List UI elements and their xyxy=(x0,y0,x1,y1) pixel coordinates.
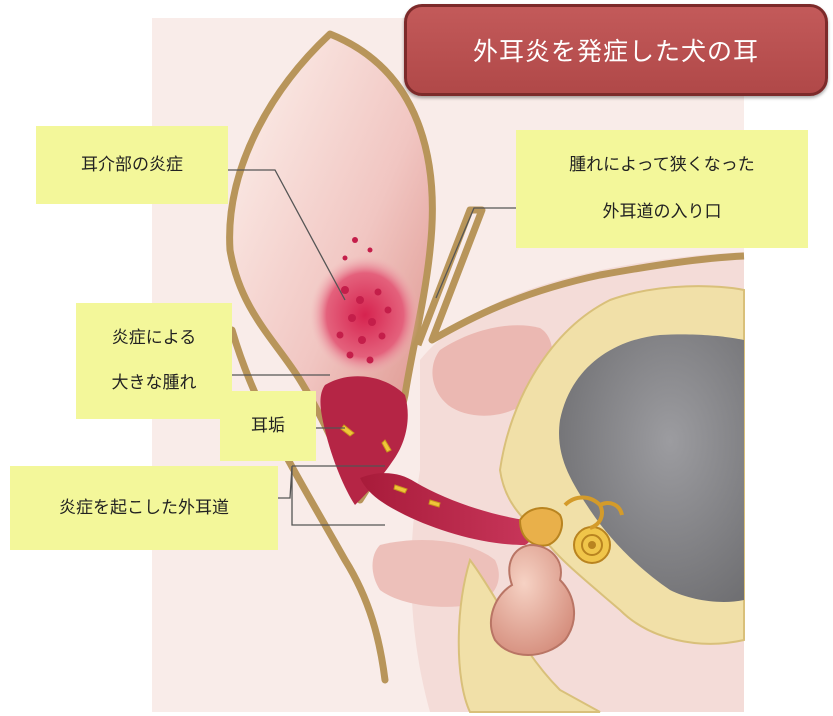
diagram-title: 外耳炎を発症した犬の耳 xyxy=(473,32,759,68)
label-text-line2: 大きな腫れ xyxy=(112,375,197,392)
label-text-line1: 炎症による xyxy=(112,330,197,347)
label-text: 耳介部の炎症 xyxy=(81,157,183,174)
label-text-line1: 腫れによって狭くなった xyxy=(569,157,755,174)
label-auricle-inflammation: 耳介部の炎症 xyxy=(36,126,228,204)
label-inflamed-ear-canal: 炎症を起こした外耳道 xyxy=(10,466,278,550)
label-text: 炎症を起こした外耳道 xyxy=(59,500,229,517)
label-earwax: 耳垢 xyxy=(220,391,316,461)
label-narrowed-canal-entrance: 腫れによって狭くなった 外耳道の入り口 xyxy=(516,130,808,248)
title-banner: 外耳炎を発症した犬の耳 xyxy=(404,4,828,96)
label-swelling: 炎症による 大きな腫れ xyxy=(76,303,232,419)
label-text: 耳垢 xyxy=(251,418,285,435)
inflammation-area xyxy=(310,255,420,375)
label-text-line2: 外耳道の入り口 xyxy=(603,204,722,221)
